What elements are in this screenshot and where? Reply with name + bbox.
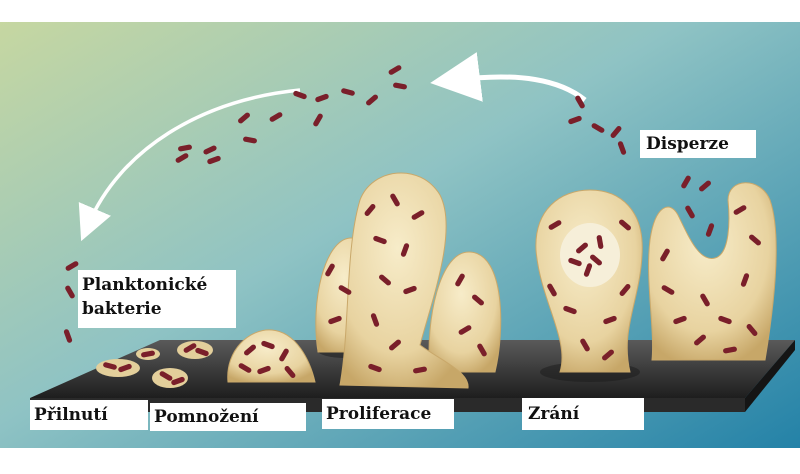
bottom-border: [0, 448, 800, 470]
label-multiplication: Pomnožení: [150, 403, 306, 431]
top-border: [0, 0, 800, 22]
label-planktonic-line1: Planktonické: [82, 273, 232, 297]
label-proliferation: Proliferace: [322, 399, 454, 429]
label-planktonic-line2: bakterie: [82, 297, 232, 321]
label-maturation: Zrání: [522, 398, 644, 430]
label-dispersal: Disperze: [640, 130, 756, 158]
label-planktonic-bacteria: Planktonické bakterie: [78, 270, 236, 328]
label-attachment: Přilnutí: [30, 400, 148, 430]
